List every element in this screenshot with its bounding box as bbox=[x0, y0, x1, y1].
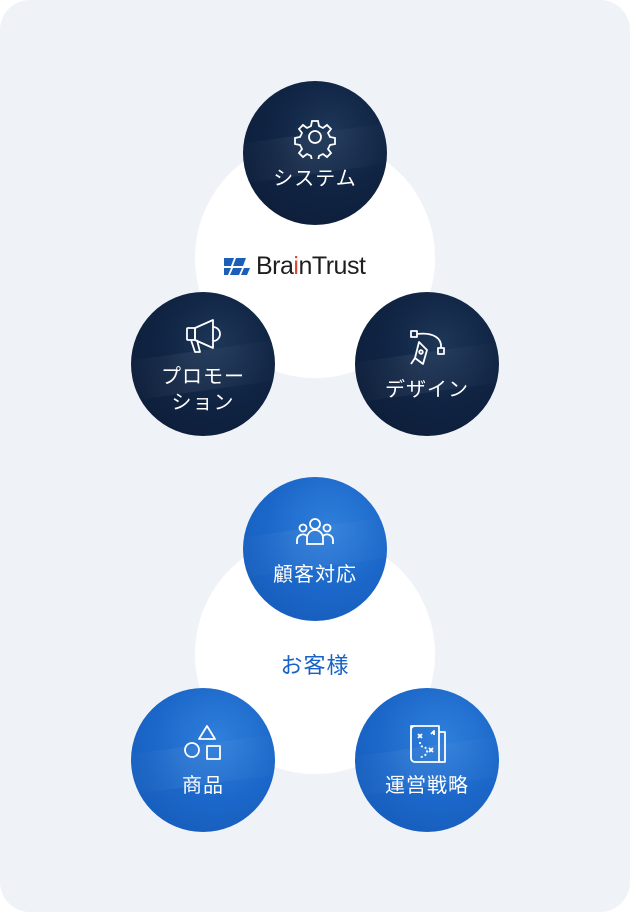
customer-label: お客様 bbox=[280, 654, 350, 679]
node-system-label: システム bbox=[273, 166, 357, 190]
braintrust-logo: BrainTrust bbox=[224, 250, 410, 282]
node-product: 商品 bbox=[131, 688, 275, 832]
node-design: デザイン bbox=[355, 292, 499, 436]
strategy-board-icon bbox=[405, 722, 449, 766]
megaphone-icon bbox=[181, 313, 225, 357]
pen-tool-icon bbox=[405, 326, 449, 370]
node-product-label: 商品 bbox=[182, 773, 224, 797]
node-design-label: デザイン bbox=[385, 377, 469, 401]
braintrust-mark-icon bbox=[224, 258, 250, 275]
node-system: システム bbox=[243, 81, 387, 225]
node-customer-support: 顧客対応 bbox=[243, 477, 387, 621]
gear-icon bbox=[293, 115, 337, 159]
team-icon bbox=[293, 511, 337, 555]
node-promotion-label: プロモー ション bbox=[161, 364, 245, 414]
logo-text: BrainTrust bbox=[256, 251, 366, 280]
node-operation-strategy-label: 運営戦略 bbox=[385, 773, 469, 797]
node-operation-strategy: 運営戦略 bbox=[355, 688, 499, 832]
node-promotion: プロモー ション bbox=[131, 292, 275, 436]
node-customer-support-label: 顧客対応 bbox=[273, 562, 357, 586]
shapes-icon bbox=[181, 722, 225, 766]
